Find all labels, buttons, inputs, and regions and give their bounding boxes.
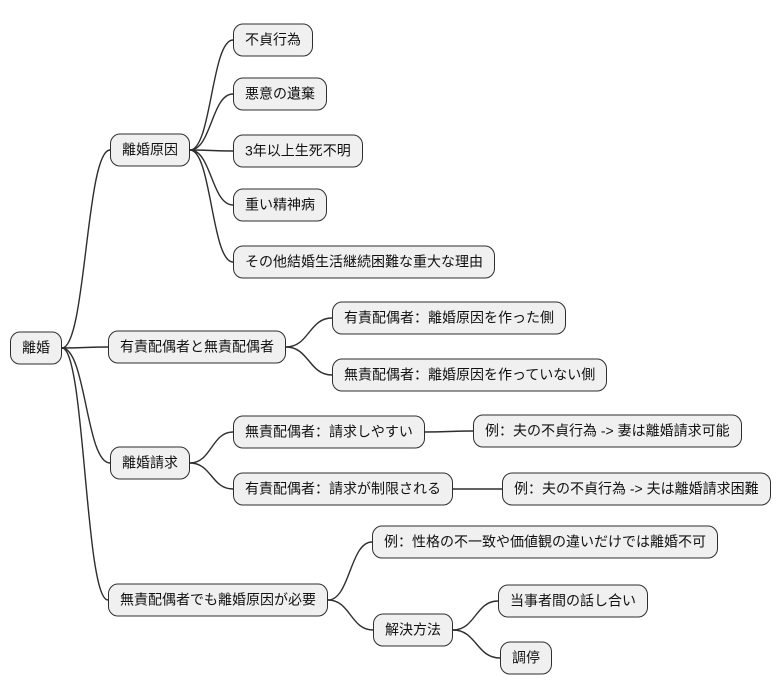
edge-connector bbox=[189, 149, 234, 263]
edge-connector bbox=[189, 431, 234, 464]
node-responsible-restricted: 有責配偶者：請求が制限される bbox=[233, 472, 453, 506]
node-divorce-claim: 離婚請求 bbox=[110, 446, 190, 480]
edge-connector bbox=[61, 347, 109, 601]
node-example-husband-difficult: 例：夫の不貞行為 -> 夫は離婚請求困難 bbox=[502, 472, 771, 506]
node-responsible-vs-innocent: 有責配偶者と無責配偶者 bbox=[108, 330, 286, 364]
edge-connector bbox=[285, 346, 333, 376]
node-root-divorce: 離婚 bbox=[10, 331, 62, 365]
node-malicious-desertion: 悪意の遺棄 bbox=[233, 77, 327, 111]
node-innocent-needs-grounds: 無責配偶者でも離婚原因が必要 bbox=[108, 583, 328, 617]
edge-connector bbox=[452, 600, 499, 631]
node-responsible-spouse-def: 有責配偶者：離婚原因を作った側 bbox=[332, 301, 566, 335]
node-missing-3-years: 3年以上生死不明 bbox=[233, 134, 363, 168]
edge-connector bbox=[189, 149, 234, 206]
edge-connector bbox=[189, 39, 234, 151]
edge-connector bbox=[189, 93, 234, 151]
node-severe-mental-illness: 重い精神病 bbox=[233, 188, 327, 222]
edge-connector bbox=[285, 317, 333, 348]
node-discussion-between-parties: 当事者間の話し合い bbox=[498, 584, 648, 618]
node-infidelity: 不貞行為 bbox=[233, 23, 313, 57]
node-other-grave-reasons: その他結婚生活継続困難な重大な理由 bbox=[233, 245, 495, 279]
node-innocent-spouse-def: 無責配偶者：離婚原因を作っていない側 bbox=[332, 358, 608, 392]
node-divorce-grounds: 離婚原因 bbox=[110, 133, 190, 167]
node-innocent-easy-claim: 無責配偶者：請求しやすい bbox=[233, 415, 425, 449]
edge-connector bbox=[327, 599, 374, 631]
edge-connector bbox=[424, 430, 474, 433]
node-mediation: 調停 bbox=[500, 641, 552, 675]
node-example-personality-gap: 例：性格の不一致や価値観の違いだけでは離婚不可 bbox=[372, 525, 718, 559]
edge-connector bbox=[189, 462, 234, 490]
edge-connector bbox=[327, 541, 373, 601]
edge-connector bbox=[61, 149, 111, 349]
edge-connector bbox=[61, 347, 111, 464]
node-example-wife-can-claim: 例：夫の不貞行為 -> 妻は離婚請求可能 bbox=[473, 414, 742, 448]
edge-connector bbox=[452, 629, 501, 659]
edge-connector bbox=[189, 149, 234, 152]
edge-connector bbox=[61, 346, 109, 349]
node-solution-methods: 解決方法 bbox=[373, 613, 453, 647]
